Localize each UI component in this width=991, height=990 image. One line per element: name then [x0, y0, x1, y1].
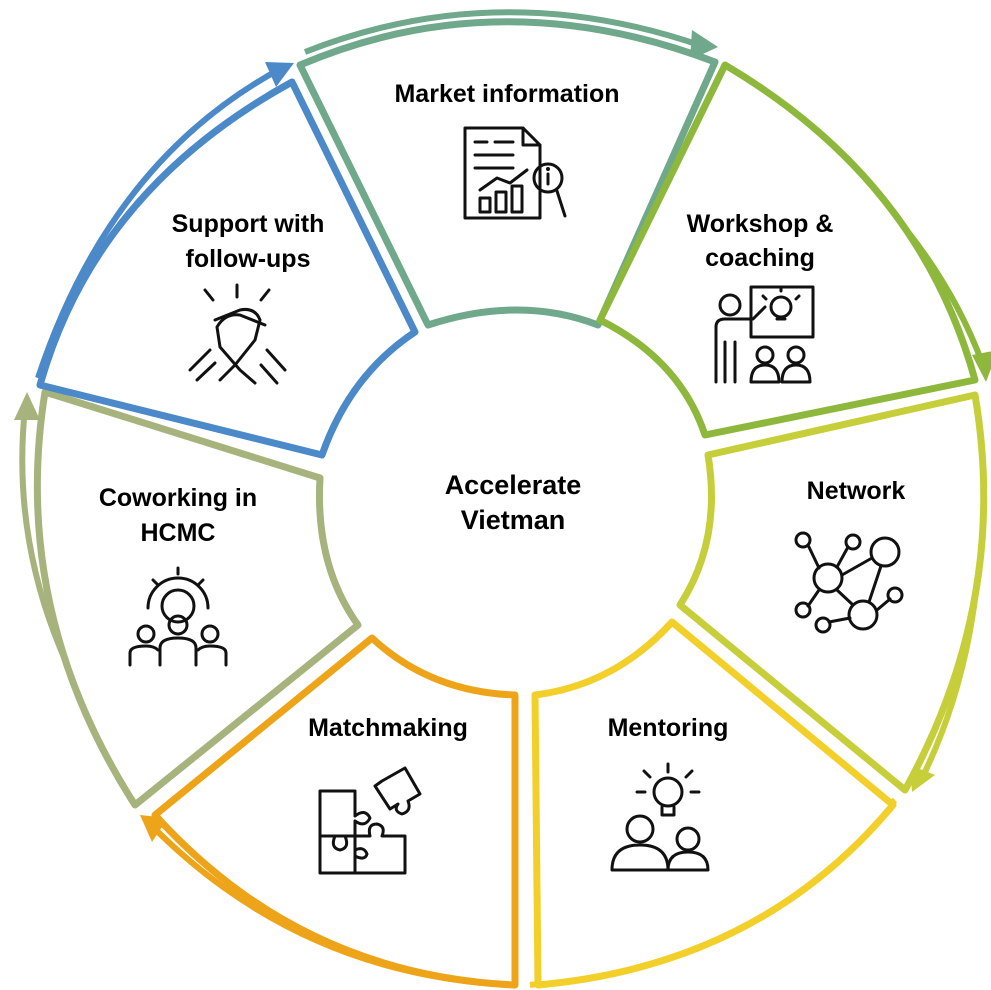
center-title-line1: Accelerate	[445, 470, 582, 500]
label-workshop-coaching-line1: Workshop &	[687, 210, 834, 238]
mentoring-icon	[610, 762, 710, 872]
network-icon	[794, 531, 904, 634]
segment-matchmaking	[151, 634, 519, 989]
segment-market-information	[296, 18, 719, 329]
label-workshop-coaching-line2: coaching	[705, 244, 815, 272]
arrow-head-icon	[265, 62, 294, 87]
label-matchmaking: Matchmaking	[308, 714, 468, 742]
arrow-head-icon	[972, 351, 991, 382]
label-support-line1: Support with	[172, 210, 325, 238]
team-gear-icon	[128, 566, 228, 667]
center-hub: Accelerate Vietman	[445, 470, 582, 535]
market-report-icon	[463, 126, 567, 220]
label-network: Network	[807, 477, 906, 505]
segment-workshop-coaching	[596, 61, 979, 439]
label-coworking-line1: Coworking in	[99, 484, 257, 512]
label-mentoring: Mentoring	[608, 714, 729, 742]
segment-labels: Market information Workshop & coaching N…	[99, 80, 906, 742]
segment-coworking-hcmc	[33, 388, 362, 809]
center-title-line2: Vietman	[461, 505, 566, 535]
segment-support-follow-ups	[36, 78, 419, 459]
arrow-market-to-workshop	[303, 9, 706, 55]
label-market-information: Market information	[394, 80, 619, 108]
label-coworking-line2: HCMC	[141, 519, 216, 547]
segment-mentoring	[531, 618, 897, 989]
arrow-head-icon	[14, 392, 40, 420]
handshake-icon	[188, 283, 287, 385]
label-support-line2: follow-ups	[186, 245, 311, 273]
puzzle-icon	[318, 766, 422, 875]
presentation-icon	[714, 285, 815, 384]
segments	[33, 18, 988, 989]
